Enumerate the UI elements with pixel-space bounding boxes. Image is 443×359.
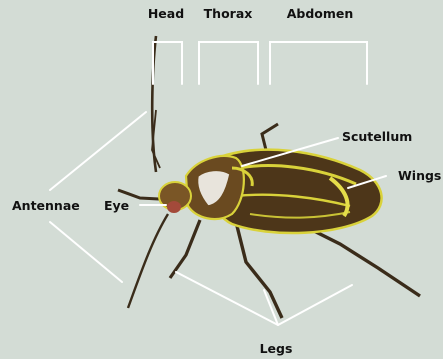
label-head: Head	[148, 6, 184, 21]
eye-shape	[167, 201, 181, 213]
head-bracket	[153, 42, 182, 84]
label-wings: Wings	[398, 168, 441, 183]
abdomen-bracket	[270, 42, 367, 84]
label-thorax: Thorax	[204, 6, 253, 21]
label-legs: Legs	[260, 341, 293, 356]
label-scutellum: Scutellum	[342, 129, 412, 144]
legs-pointer-3	[278, 285, 352, 325]
leg-middle	[236, 222, 282, 318]
antennae-pointer-upper	[50, 112, 146, 190]
legs-pointer-1	[176, 272, 278, 325]
antennae-pointer-lower	[50, 222, 122, 282]
antenna-lower	[128, 214, 168, 308]
leg-front-right	[170, 220, 200, 278]
thorax-bracket	[199, 42, 258, 84]
label-abdomen: Abdomen	[287, 6, 354, 21]
label-antennae: Antennae	[12, 198, 80, 213]
leg-hind	[300, 224, 420, 296]
leg-back-top	[262, 124, 278, 150]
label-eye: Eye	[104, 198, 129, 213]
